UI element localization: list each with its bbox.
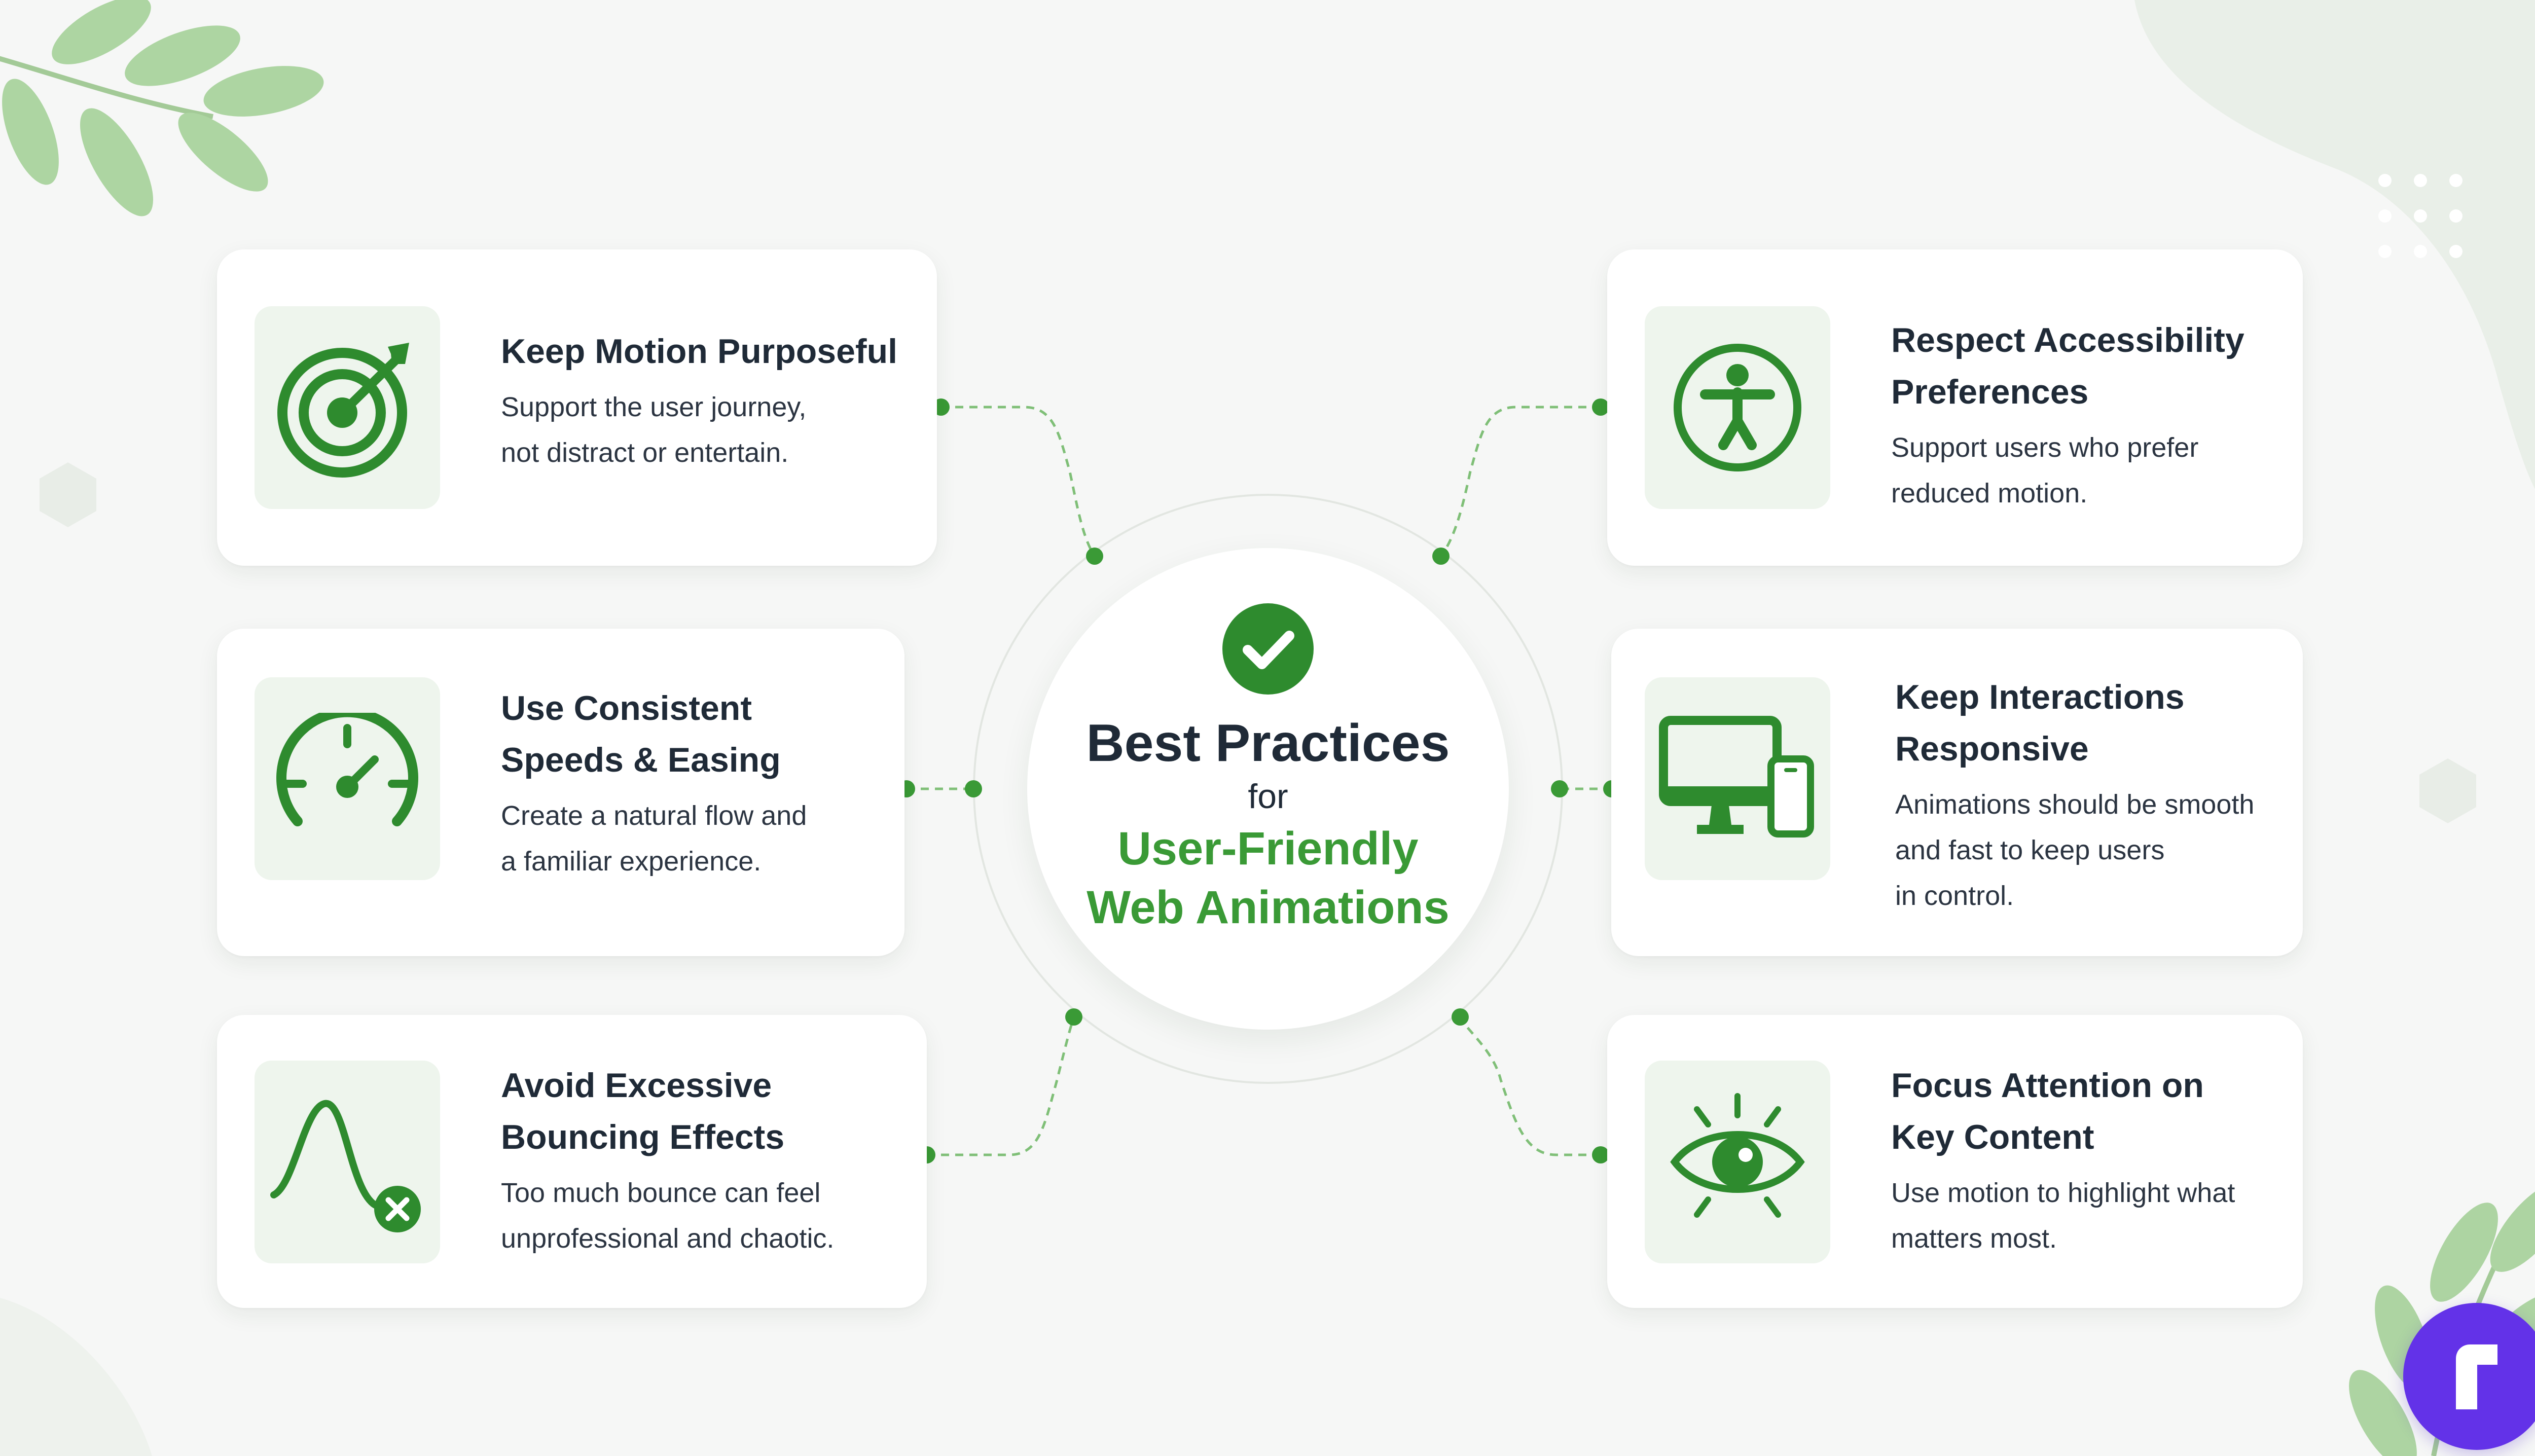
card-description-line: Too much bounce can feel: [501, 1178, 821, 1208]
connector-4: [1440, 406, 1601, 557]
speedometer-icon: [276, 713, 418, 826]
connector-dot: [1452, 1008, 1469, 1026]
corner-blob: [2134, 0, 2535, 489]
connector-dot: [1592, 398, 1609, 416]
card-description-line: Support the user journey,: [501, 392, 807, 422]
card-description-line: Create a natural flow and: [501, 800, 807, 831]
bottom-left-blob: [0, 1298, 152, 1456]
card-description-line: Animations should be smooth: [1895, 789, 2255, 820]
card-description: Support users who prefer reduced motion.: [1891, 425, 2272, 516]
card-title: Keep Motion Purposeful: [501, 332, 897, 371]
connector-dot: [1432, 548, 1450, 565]
center-subtitle-line1: User-Friendly: [1117, 823, 1419, 875]
checkmark-icon: [1222, 603, 1314, 695]
card-title-line: Key Content: [1891, 1118, 2094, 1156]
card-text: Keep Interactions Responsive Animations …: [1895, 671, 2272, 919]
connector-dot: [1065, 1008, 1082, 1026]
card-description: Support the user journey, not distract o…: [501, 384, 907, 476]
card-description: Animations should be smooth and fast to …: [1895, 782, 2272, 919]
connector-dot: [1086, 548, 1103, 565]
connector-dot: [1592, 1146, 1609, 1163]
card-title-line: Avoid Excessive: [501, 1066, 772, 1105]
card-text: Use Consistent Speeds & Easing Create a …: [501, 682, 874, 884]
connector-6: [1459, 1016, 1601, 1156]
card-text: Avoid Excessive Bouncing Effects Too muc…: [501, 1060, 896, 1261]
accessibility-icon: [1674, 344, 1801, 471]
card-title-line: Respect Accessibility: [1891, 321, 2244, 359]
card-title-line: Focus Attention on: [1891, 1066, 2204, 1105]
card-title-line: Speeds & Easing: [501, 741, 781, 779]
practice-card-consistent-speeds: Use Consistent Speeds & Easing Create a …: [217, 629, 904, 956]
card-title: Avoid Excessive Bouncing Effects: [501, 1060, 896, 1163]
card-description-line: matters most.: [1891, 1223, 2057, 1254]
connector-dot: [1551, 780, 1568, 797]
icon-tile: [1645, 1061, 1830, 1263]
dot-grid: [2378, 174, 2462, 258]
icon-tile: [255, 306, 440, 509]
card-title-line: Preferences: [1891, 373, 2089, 411]
bounce-curve-icon: [270, 1100, 421, 1232]
card-title-line: Keep Interactions: [1895, 678, 2185, 716]
card-title-line: Responsive: [1895, 730, 2089, 768]
card-title: Use Consistent Speeds & Easing: [501, 682, 874, 786]
card-text: Keep Motion Purposeful Support the user …: [501, 325, 907, 476]
card-description-line: in control.: [1895, 881, 2014, 911]
card-description: Create a natural flow and a familiar exp…: [501, 793, 874, 884]
practice-card-responsive: Keep Interactions Responsive Animations …: [1611, 629, 2303, 956]
card-description: Use motion to highlight what matters mos…: [1891, 1170, 2272, 1261]
card-title-line: Bouncing Effects: [501, 1118, 785, 1156]
card-description-line: Use motion to highlight what: [1891, 1178, 2235, 1208]
center-connector-word: for: [1248, 777, 1288, 816]
card-title: Keep Interactions Responsive: [1895, 671, 2272, 775]
icon-tile: [1645, 677, 1830, 880]
practice-card-accessibility: Respect Accessibility Preferences Suppor…: [1607, 249, 2303, 566]
card-description-line: not distract or entertain.: [501, 438, 789, 468]
card-text: Focus Attention on Key Content Use motio…: [1891, 1060, 2272, 1261]
practice-card-purposeful: Keep Motion Purposeful Support the user …: [217, 249, 937, 566]
card-description: Too much bounce can feel unprofessional …: [501, 1170, 896, 1261]
card-text: Respect Accessibility Preferences Suppor…: [1891, 314, 2272, 516]
connector-1: [941, 406, 1096, 557]
brand-logo: [2403, 1303, 2535, 1450]
card-title: Respect Accessibility Preferences: [1891, 314, 2272, 418]
devices-icon: [1659, 716, 1814, 838]
center-title: Best Practices: [1086, 714, 1450, 773]
leaf-branch-top-left: [0, 0, 324, 216]
card-description-line: and fast to keep users: [1895, 835, 2165, 865]
card-description-line: reduced motion.: [1891, 478, 2088, 508]
card-title-line: Use Consistent: [501, 689, 752, 727]
icon-tile: [1645, 306, 1830, 509]
connector-3: [927, 1016, 1075, 1156]
hexagon-right: [2419, 758, 2476, 823]
practice-card-avoid-bouncing: Avoid Excessive Bouncing Effects Too muc…: [217, 1015, 927, 1308]
target-icon: [277, 343, 409, 478]
icon-tile: [255, 677, 440, 880]
center-title-block: Best Practices for User-Friendly Web Ani…: [1027, 713, 1509, 937]
letter-r-logo-icon: [2456, 1344, 2497, 1409]
connector-dot: [965, 780, 982, 797]
card-description-line: a familiar experience.: [501, 846, 762, 877]
hexagon-left: [40, 462, 96, 527]
card-description-line: unprofessional and chaotic.: [501, 1223, 835, 1254]
practice-card-focus-attention: Focus Attention on Key Content Use motio…: [1607, 1015, 2303, 1308]
card-title: Focus Attention on Key Content: [1891, 1060, 2272, 1163]
card-description-line: Support users who prefer: [1891, 432, 2199, 463]
eye-icon: [1670, 1093, 1805, 1218]
center-subtitle-line2: Web Animations: [1087, 882, 1450, 933]
icon-tile: [255, 1061, 440, 1263]
